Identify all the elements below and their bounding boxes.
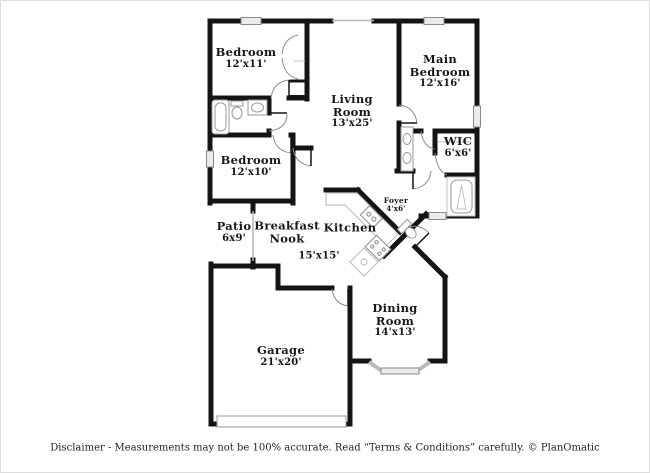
main-bedroom-top-window bbox=[423, 17, 445, 25]
closet-shelves bbox=[294, 60, 471, 143]
screen-lines bbox=[252, 19, 374, 261]
label-main-bedroom: Main Bedroom 12'x16' bbox=[409, 51, 471, 90]
label-kitchen: Kitchen bbox=[323, 220, 377, 235]
label-breakfast-nook: Breakfast Nook bbox=[254, 218, 320, 245]
main-bathroom-fixtures bbox=[396, 126, 476, 239]
label-foyer: Foyer 4'x6' bbox=[383, 196, 409, 214]
bedroom-top-window bbox=[240, 17, 262, 25]
corner-counter bbox=[349, 247, 379, 277]
bedroom-mid-window bbox=[206, 150, 214, 168]
garage-door bbox=[216, 415, 347, 428]
sink bbox=[402, 133, 412, 145]
label-patio: Patio 6x9' bbox=[216, 219, 252, 244]
label-dining-room: Dining Room 14'x13' bbox=[372, 300, 418, 339]
sink bbox=[251, 102, 264, 113]
sink bbox=[402, 152, 412, 164]
bathtub-basin bbox=[214, 102, 227, 132]
label-wic: WIC 6'x6' bbox=[443, 134, 473, 159]
toilet-tank bbox=[230, 100, 244, 107]
label-kitchen-dims: 15'x15' bbox=[298, 250, 340, 262]
disclaimer-text: Disclaimer - Measurements may not be 100… bbox=[50, 442, 600, 454]
bathtub bbox=[450, 179, 473, 214]
label-bedroom-top: Bedroom 12'x11' bbox=[215, 45, 277, 70]
bath-window bbox=[428, 212, 447, 220]
kitchen-sink bbox=[359, 204, 384, 229]
label-bedroom-mid: Bedroom 12'x10' bbox=[220, 153, 282, 178]
windows bbox=[206, 17, 481, 220]
bay-window bbox=[367, 360, 432, 375]
stove bbox=[364, 234, 392, 262]
kitchen-counters bbox=[325, 192, 399, 277]
label-living-room: Living Room 13'x25' bbox=[331, 91, 373, 130]
toilet-bowl bbox=[231, 106, 243, 120]
hall-bathroom-fixtures bbox=[211, 99, 268, 135]
tub-drain-mark bbox=[456, 184, 467, 210]
main-bedroom-side-window bbox=[473, 105, 481, 128]
toilet bbox=[396, 218, 417, 239]
door-arcs bbox=[268, 34, 448, 307]
label-garage: Garage 21'x20' bbox=[257, 343, 305, 368]
